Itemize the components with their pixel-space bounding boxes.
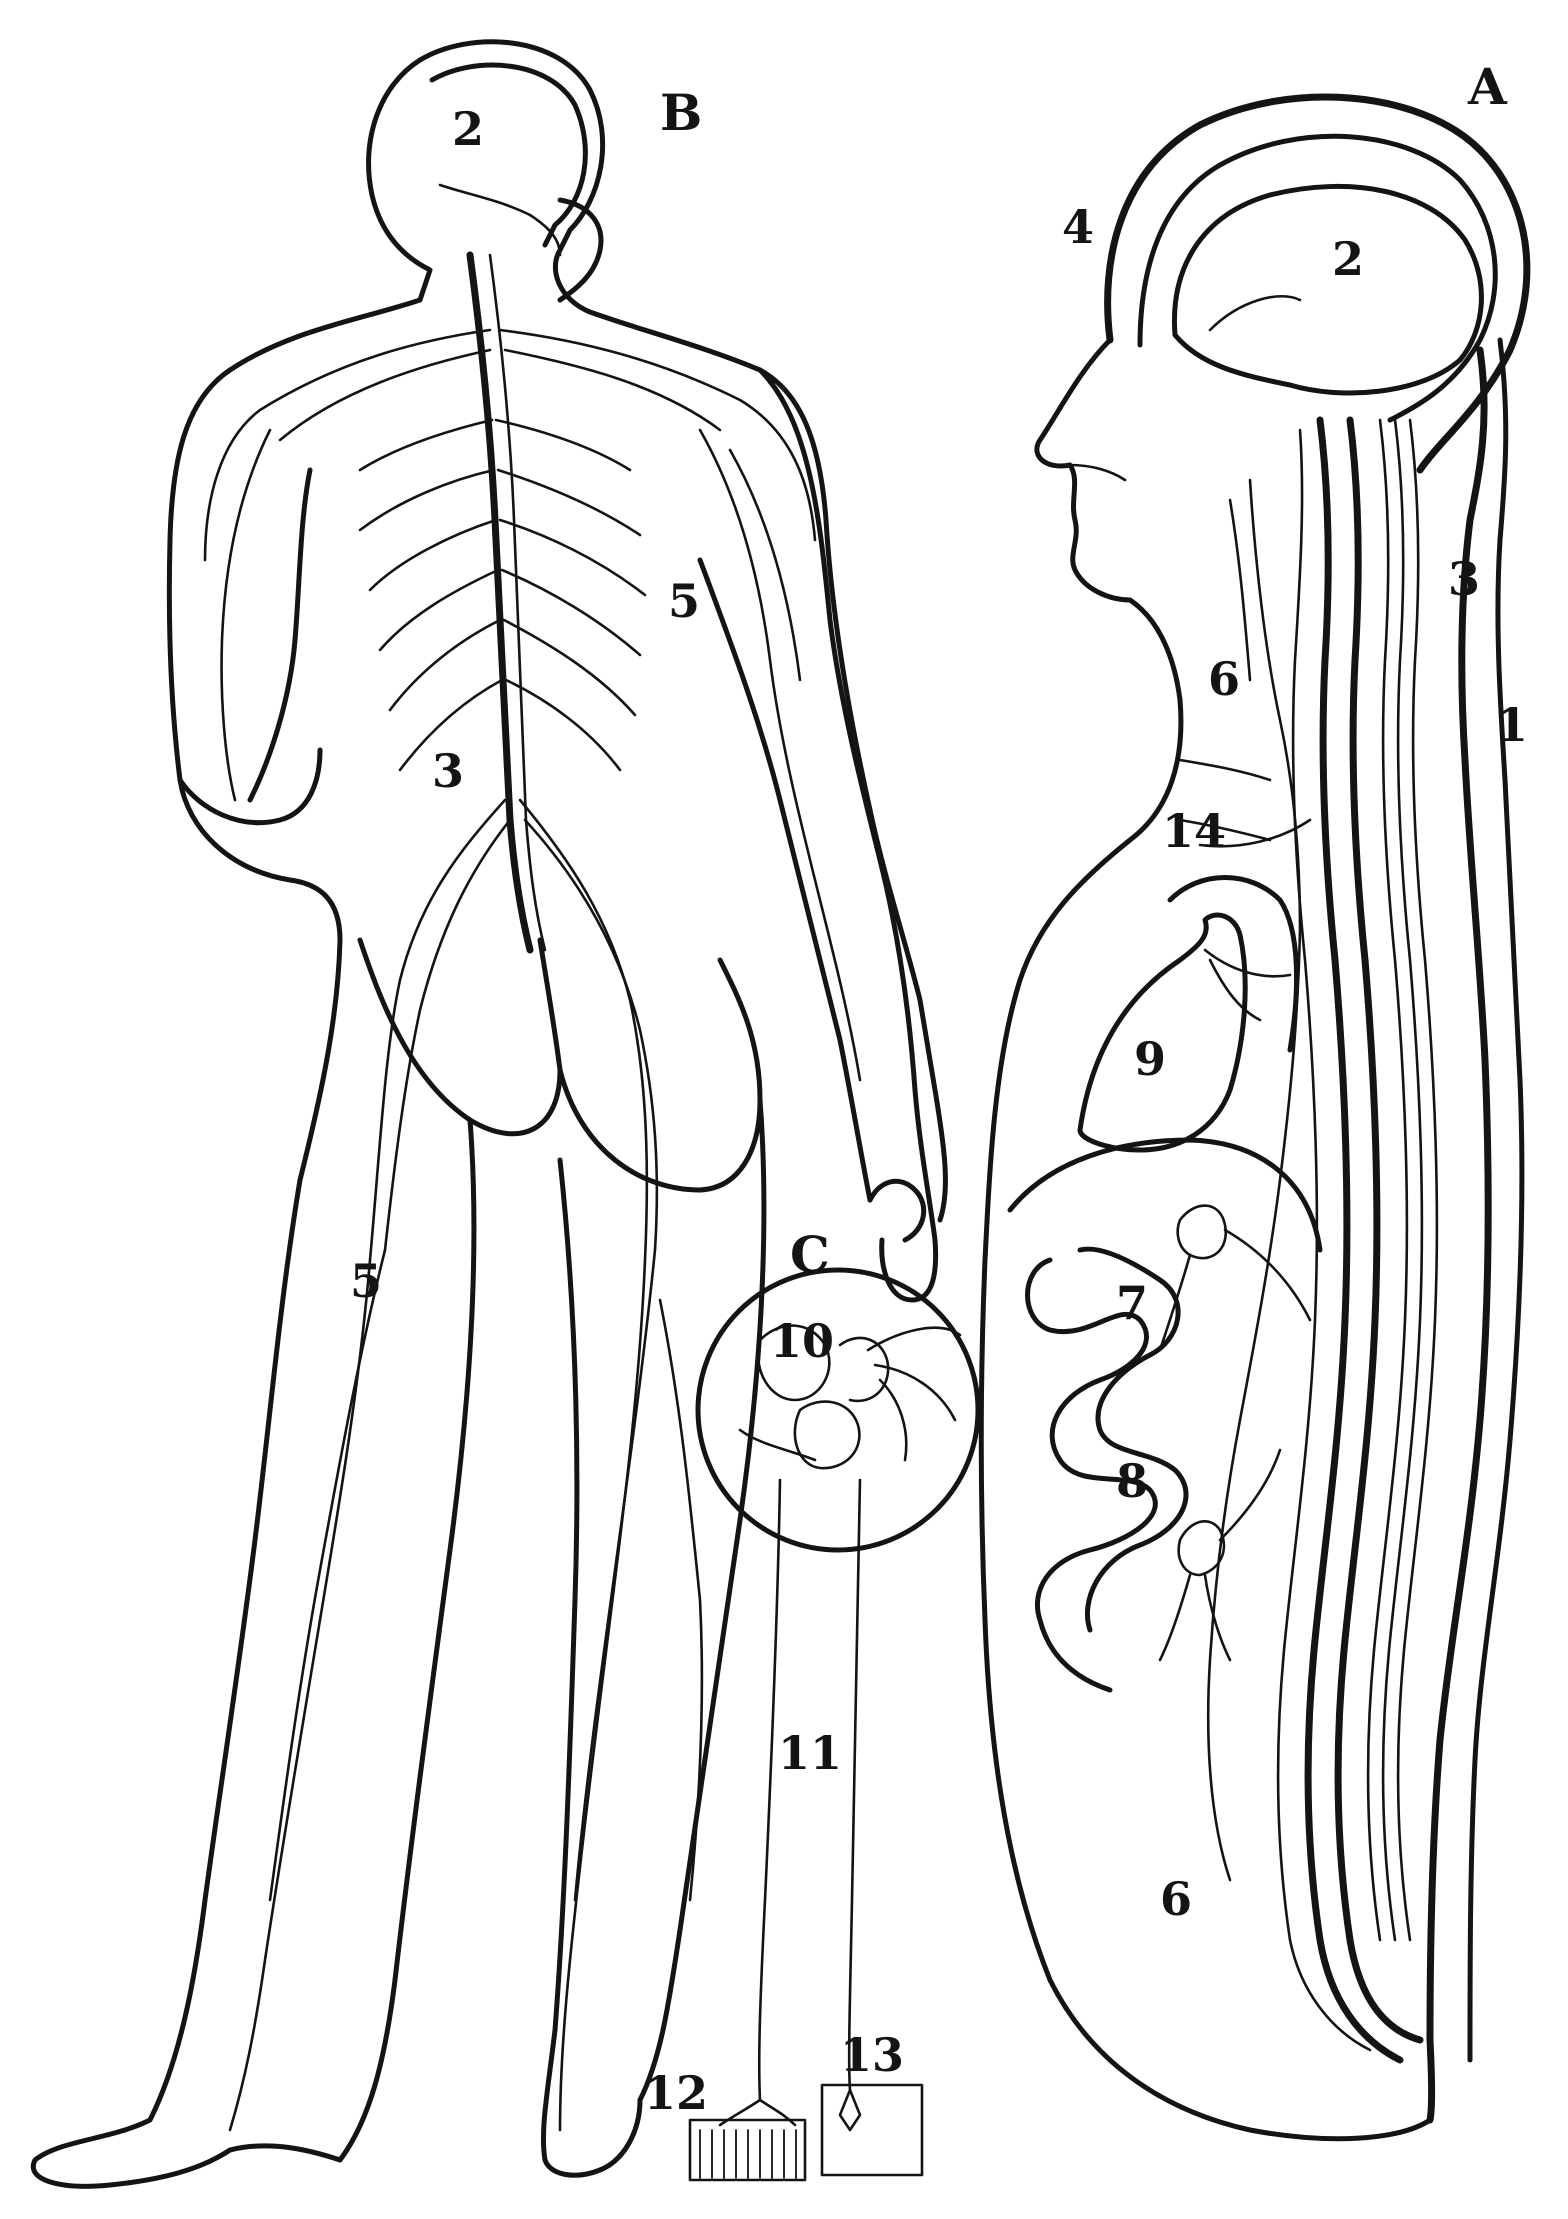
figure-c-gland-ending [822,2085,922,2175]
figure-b-right-arm-inner [700,560,870,1200]
figure-a-organs [1010,878,1320,1691]
figure-c-endings [690,2085,922,2180]
figure-a-label-9: 9 [1134,1036,1166,1082]
figure-b-label-5-upper: 5 [668,578,700,624]
figure-b-label-2: 2 [452,106,484,152]
figure-c-axon-left [759,1480,780,2100]
figure-a-ganglion-7 [1178,1206,1226,1259]
figure-c-axon-right [849,1480,860,2090]
figure-b-waist-right [560,960,760,1190]
figure-a-label-2: 2 [1332,236,1364,282]
figure-b-left-side [33,60,430,2186]
figure-b-right-leg-outer [640,1100,764,2100]
figure-a-lung-outline [1170,878,1297,1051]
figure-a-brain [1174,186,1481,393]
figure-c-letter: C [790,1230,830,1280]
figure-a-label-4: 4 [1062,204,1094,250]
figure-b-label-3: 3 [432,748,464,794]
figure-a-label-8: 8 [1116,1458,1148,1504]
figure-c-cell [698,1270,978,2100]
figure-c-label-10: 10 [770,1318,834,1364]
figure-b-left-hand [180,750,320,823]
figure-a-spine [1278,420,1437,2060]
figure-b-left-foot [230,2146,340,2160]
figure-b-brain-stem [440,185,560,255]
figure-b-spinal-cord [470,255,530,950]
figure-b-right-hand [870,1181,924,1240]
figure-a-skull-outer [1108,97,1527,470]
figure-a-body [981,97,1527,2139]
figure-a-label-7: 7 [1116,1280,1148,1326]
figure-c-circle [698,1270,978,1550]
figure-a-label-6-lower: 6 [1160,1876,1192,1922]
figure-b-left-sciatic [230,800,505,2130]
figure-b-letter: B [660,88,702,138]
figure-b-label-5-lower: 5 [350,1258,382,1304]
figure-a-label-1: 1 [1496,702,1528,748]
figure-b-buttock-cleft [540,940,560,1070]
figure-a-label-3: 3 [1448,556,1480,602]
figure-c-label-13: 13 [840,2032,904,2078]
figure-a-letter: A [1468,62,1507,112]
figure-a-face [1037,340,1180,700]
figure-a-label-6-upper: 6 [1208,656,1240,702]
figure-a-back-outer [1430,350,1488,2120]
figure-b-right-leg-inner [543,1160,576,2160]
figure-a-label-14: 14 [1162,808,1226,854]
figure-c-label-11: 11 [778,1730,842,1776]
figure-b-body [33,42,945,2187]
figure-b-left-arm-inner [250,470,310,800]
figure-a-skull-inner [1140,136,1495,420]
figure-c-label-12: 12 [644,2070,708,2116]
